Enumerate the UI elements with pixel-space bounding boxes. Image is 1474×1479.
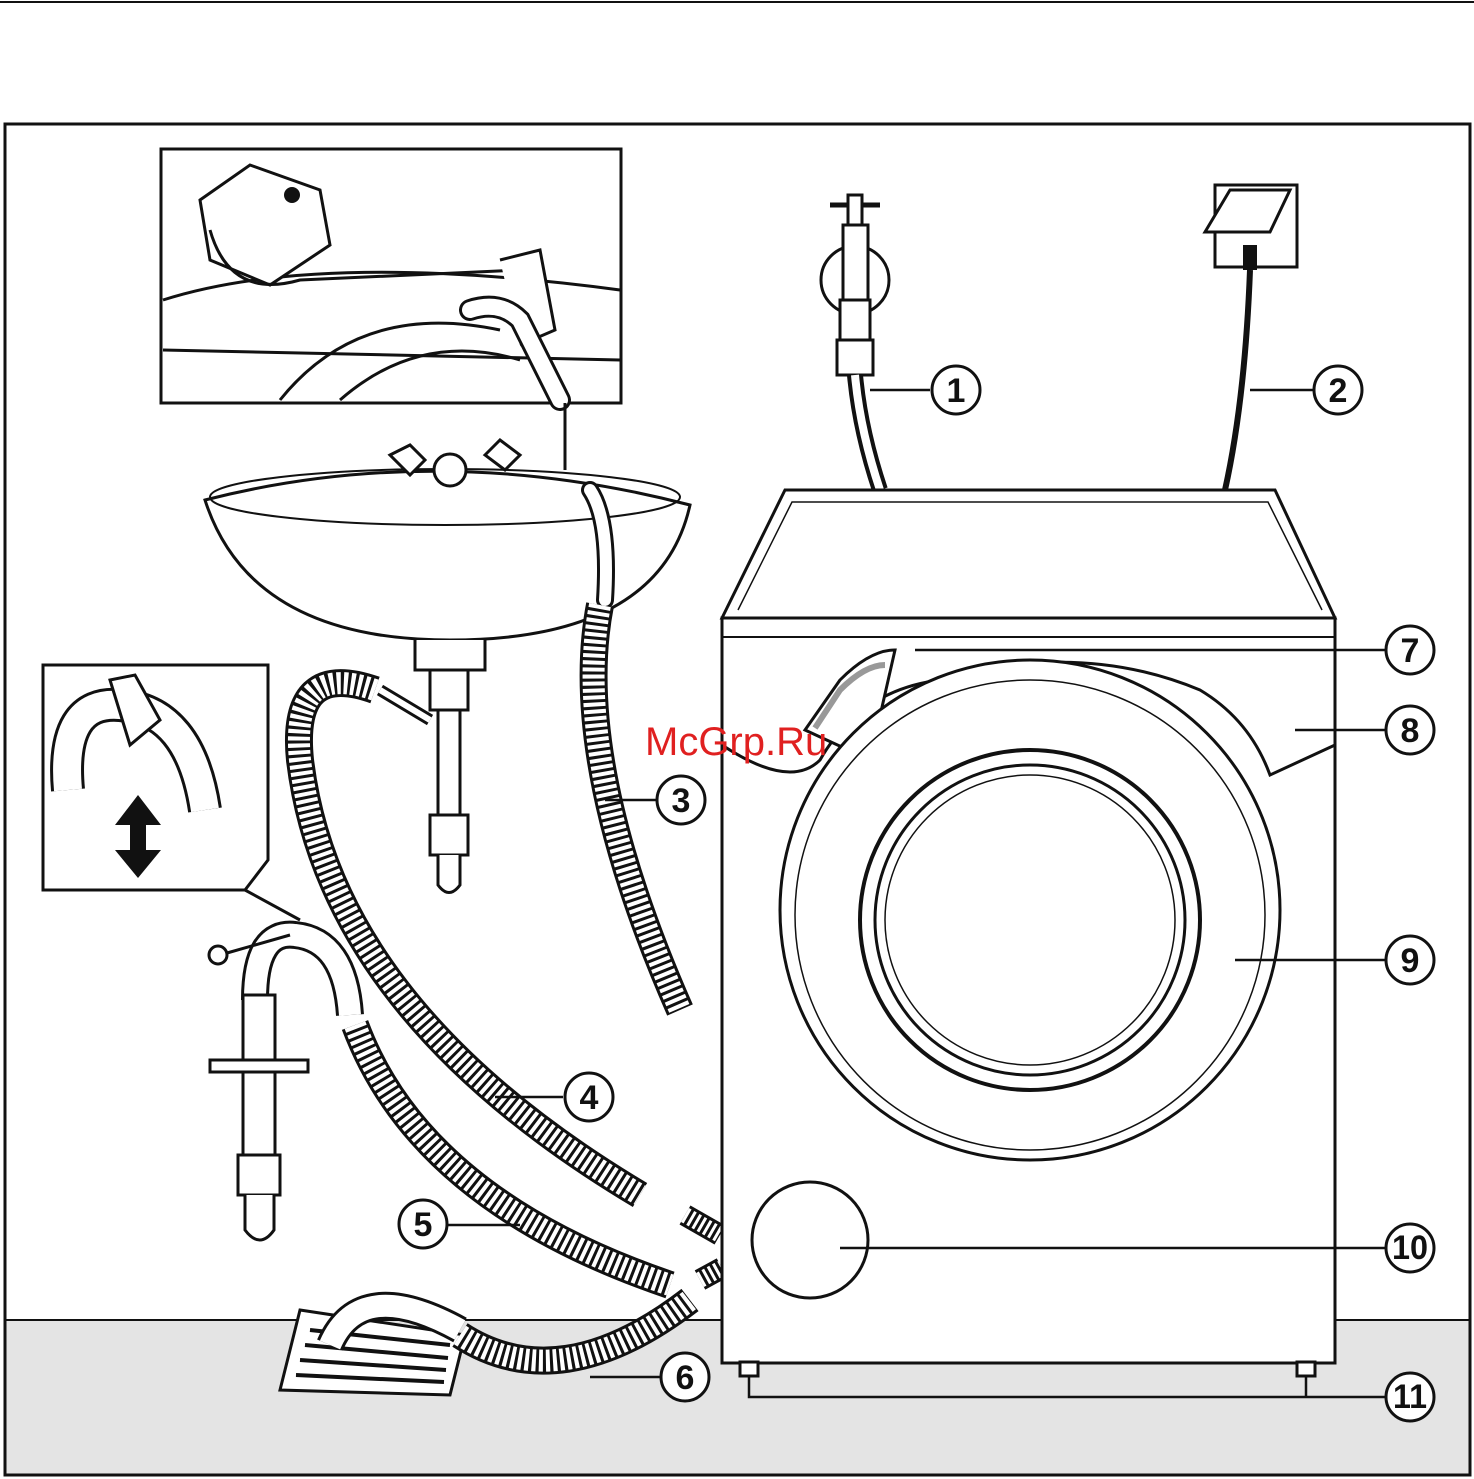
callout-2: 2 xyxy=(1314,366,1362,414)
callout-9: 9 xyxy=(1386,936,1434,984)
inset-sink-hook xyxy=(161,149,621,470)
inset-hose-height xyxy=(43,665,300,920)
water-tap xyxy=(821,195,889,490)
callout-10: 10 xyxy=(1386,1224,1434,1272)
watermark-text: McGrp.Ru xyxy=(645,720,827,764)
callout-3: 3 xyxy=(657,776,705,824)
callout-8-label: 8 xyxy=(1401,712,1420,750)
callout-6-label: 6 xyxy=(676,1359,695,1397)
callout-3-label: 3 xyxy=(672,782,691,820)
callout-2-label: 2 xyxy=(1329,372,1348,410)
callout-11: 11 xyxy=(1386,1373,1434,1421)
callout-4: 4 xyxy=(565,1073,613,1121)
callout-7: 7 xyxy=(1386,626,1434,674)
callout-5: 5 xyxy=(399,1200,447,1248)
callout-8: 8 xyxy=(1386,706,1434,754)
hose-stubs xyxy=(685,1215,722,1280)
callout-10-label: 10 xyxy=(1392,1229,1428,1267)
drain-hose-5 xyxy=(355,1025,670,1285)
callout-11-label: 11 xyxy=(1393,1378,1427,1416)
standpipe xyxy=(209,935,350,1240)
callout-6: 6 xyxy=(661,1353,709,1401)
callout-1: 1 xyxy=(932,366,980,414)
washing-machine xyxy=(722,490,1335,1376)
power-socket xyxy=(1205,185,1297,490)
callout-9-label: 9 xyxy=(1401,942,1420,980)
callout-7-label: 7 xyxy=(1401,632,1420,670)
callout-4-label: 4 xyxy=(580,1079,599,1117)
callout-1-label: 1 xyxy=(947,372,966,410)
callout-5-label: 5 xyxy=(414,1206,433,1244)
